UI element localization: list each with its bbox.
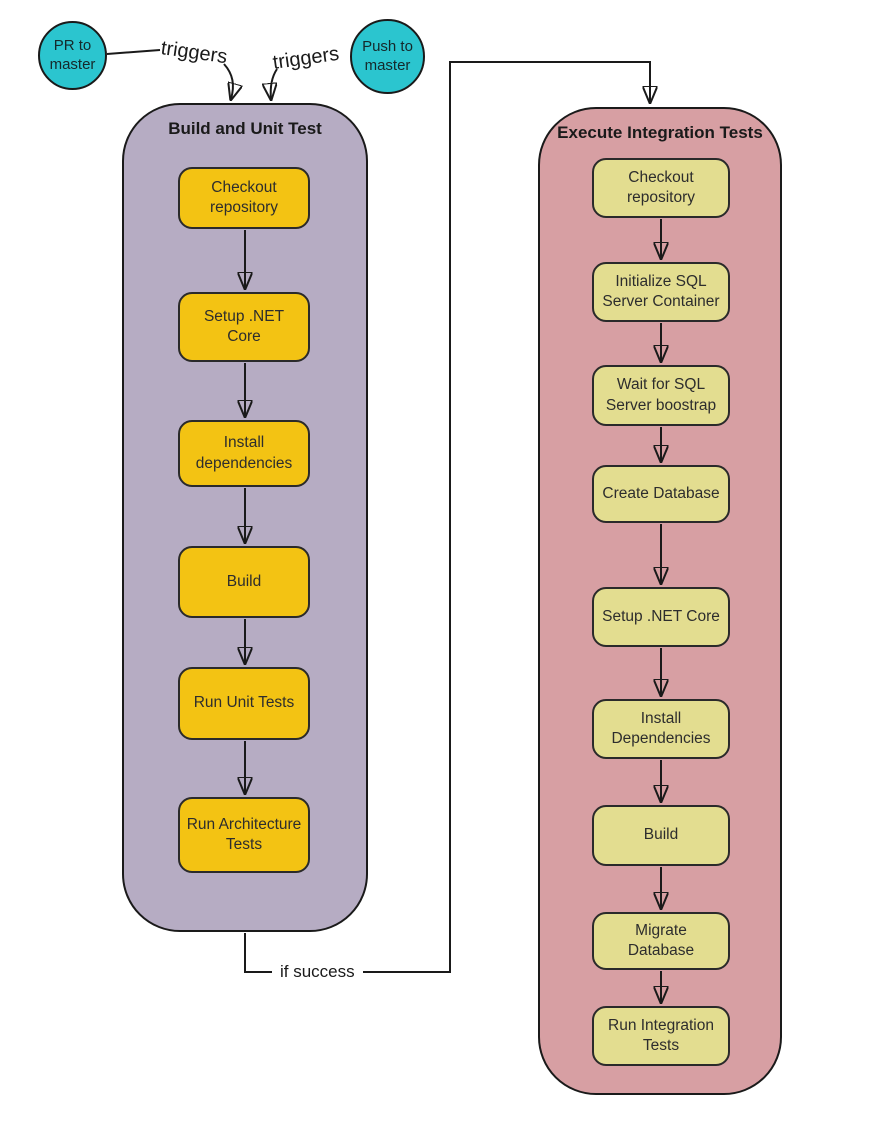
step-label: Setup .NET Core bbox=[602, 607, 720, 625]
step-int-wait-for-sql-server-boostrap: Wait for SQL Server boostrap bbox=[592, 365, 730, 426]
step-build-setup-dotnet-core: Setup .NET Core bbox=[178, 292, 310, 362]
step-build-build: Build bbox=[178, 546, 310, 618]
step-label: Install dependencies bbox=[195, 434, 293, 472]
edge-pr-to-triggers-label bbox=[106, 49, 161, 55]
step-build-checkout-repository: Checkout repository bbox=[178, 167, 310, 229]
stage-title-integration: Execute Integration Tests bbox=[557, 123, 763, 142]
trigger-node-pr-label: PR to master bbox=[49, 36, 96, 73]
trigger-node-push-to-master: Push to master bbox=[350, 19, 425, 94]
edge-label-push-triggers: triggers bbox=[271, 42, 341, 74]
step-label: Run Unit Tests bbox=[193, 694, 295, 712]
edge-label-if-success: if success bbox=[272, 960, 363, 984]
step-build-run-unit-tests: Run Unit Tests bbox=[178, 667, 310, 740]
step-label: Run Architecture Tests bbox=[186, 815, 302, 853]
step-label: Build bbox=[226, 572, 262, 590]
step-int-setup-dotnet-core: Setup .NET Core bbox=[592, 587, 730, 647]
step-int-install-dependencies: Install Dependencies bbox=[592, 699, 730, 759]
step-int-checkout-repository: Checkout repository bbox=[592, 158, 730, 218]
step-label: Initialize SQL Server Container bbox=[602, 272, 720, 310]
step-int-migrate-database: Migrate Database bbox=[592, 912, 730, 970]
trigger-node-pr-to-master: PR to master bbox=[38, 21, 107, 90]
stage-title-build: Build and Unit Test bbox=[168, 119, 322, 138]
step-label: Checkout repository bbox=[626, 168, 696, 206]
step-label: Migrate Database bbox=[627, 921, 695, 959]
step-int-initialize-sql-server-container: Initialize SQL Server Container bbox=[592, 262, 730, 322]
step-label: Checkout repository bbox=[209, 178, 279, 216]
step-label: Create Database bbox=[602, 484, 720, 502]
step-int-build: Build bbox=[592, 805, 730, 866]
step-int-create-database: Create Database bbox=[592, 465, 730, 523]
step-label: Install Dependencies bbox=[611, 709, 711, 747]
step-build-run-architecture-tests: Run Architecture Tests bbox=[178, 797, 310, 873]
step-label: Setup .NET Core bbox=[203, 307, 285, 345]
step-build-install-dependencies: Install dependencies bbox=[178, 420, 310, 487]
edge-label-pr-triggers: triggers bbox=[159, 37, 229, 69]
step-label: Run Integration Tests bbox=[608, 1016, 714, 1054]
step-label: Build bbox=[643, 826, 679, 844]
step-label: Wait for SQL Server boostrap bbox=[605, 376, 717, 414]
trigger-node-push-label: Push to master bbox=[362, 37, 413, 74]
step-int-run-integration-tests: Run Integration Tests bbox=[592, 1006, 730, 1066]
